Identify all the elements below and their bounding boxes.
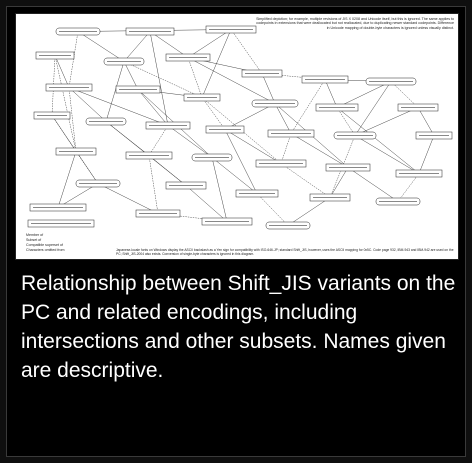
diagram-graph <box>27 25 453 230</box>
diagram-edge <box>54 55 77 152</box>
diagram-edge <box>390 81 419 108</box>
diagram-edge <box>211 157 258 194</box>
diagram-edge <box>187 57 203 98</box>
diagram-edge <box>57 183 99 208</box>
legend-item: Member of <box>26 233 44 237</box>
diagram-edge <box>77 31 125 62</box>
legend-item: Compatible superset of <box>26 243 63 247</box>
diagram-edge <box>105 61 125 122</box>
diagram-edge <box>123 31 151 62</box>
diagram-edge <box>148 125 169 156</box>
diagram-edge <box>354 107 419 136</box>
diagram-edge <box>280 163 331 198</box>
diagram-edge <box>354 81 392 136</box>
diagram-edge <box>149 31 169 126</box>
diagram-edge <box>224 103 276 130</box>
diagram-edge <box>97 183 159 214</box>
diagram-edge <box>336 107 356 136</box>
diagram-edge <box>167 125 213 158</box>
diagram-edge <box>123 61 203 98</box>
diagram-edge <box>256 193 289 226</box>
diagram-edge <box>149 31 189 58</box>
diagram-edge <box>290 79 326 134</box>
diagram-edge <box>224 129 258 194</box>
diagram-edge <box>201 29 232 98</box>
diagram-edge <box>261 73 276 104</box>
image-card: Simplified depiction; for example, multi… <box>6 6 466 457</box>
diagram-edge <box>68 87 107 122</box>
diagram-edge <box>137 89 169 126</box>
figure-caption: Relationship between Shift_JIS variants … <box>21 272 456 382</box>
diagram-note-top: Simplified depiction; for example, multi… <box>256 17 454 30</box>
diagram-edge <box>274 103 292 134</box>
legend-item: Characters omitted from <box>26 248 65 252</box>
diagram-edge <box>336 107 420 174</box>
legend-item: Subset of <box>26 238 42 242</box>
diagram-edge <box>280 133 292 164</box>
diagram-edge <box>51 115 77 152</box>
diagram-edge <box>224 129 282 164</box>
diagram-edge <box>57 151 77 208</box>
encoding-relationship-diagram: Simplified depiction; for example, multi… <box>15 13 459 260</box>
diagram-legend: Member of Subset of Compatible superset … <box>26 233 112 253</box>
diagram-edge <box>68 31 79 88</box>
diagram-edge <box>397 173 420 202</box>
diagram-edge <box>336 81 392 108</box>
diagram-edge <box>324 79 338 108</box>
diagram-note-bottom: Japanese-locale fonts on Windows display… <box>116 247 454 256</box>
diagram-edge <box>68 87 77 152</box>
diagram-edge <box>417 107 435 136</box>
diagram-edge <box>54 55 70 88</box>
diagram-edge <box>187 29 232 58</box>
diagram-edge <box>211 157 228 222</box>
diagram-edge <box>123 61 139 90</box>
diagram-edge <box>290 133 349 168</box>
diagram-edge <box>329 167 349 198</box>
diagram-edge <box>230 29 263 74</box>
diagram-edge <box>148 155 159 214</box>
diagram-edge <box>185 185 228 222</box>
diagram-edge <box>287 197 331 226</box>
diagram-edge <box>354 135 420 174</box>
diagram-edge <box>75 151 99 184</box>
diagram-edge <box>187 57 276 104</box>
diagram-edge <box>418 135 435 174</box>
diagram-edge <box>68 87 169 126</box>
diagram-edge <box>347 167 399 202</box>
diagram-edge <box>201 97 226 130</box>
